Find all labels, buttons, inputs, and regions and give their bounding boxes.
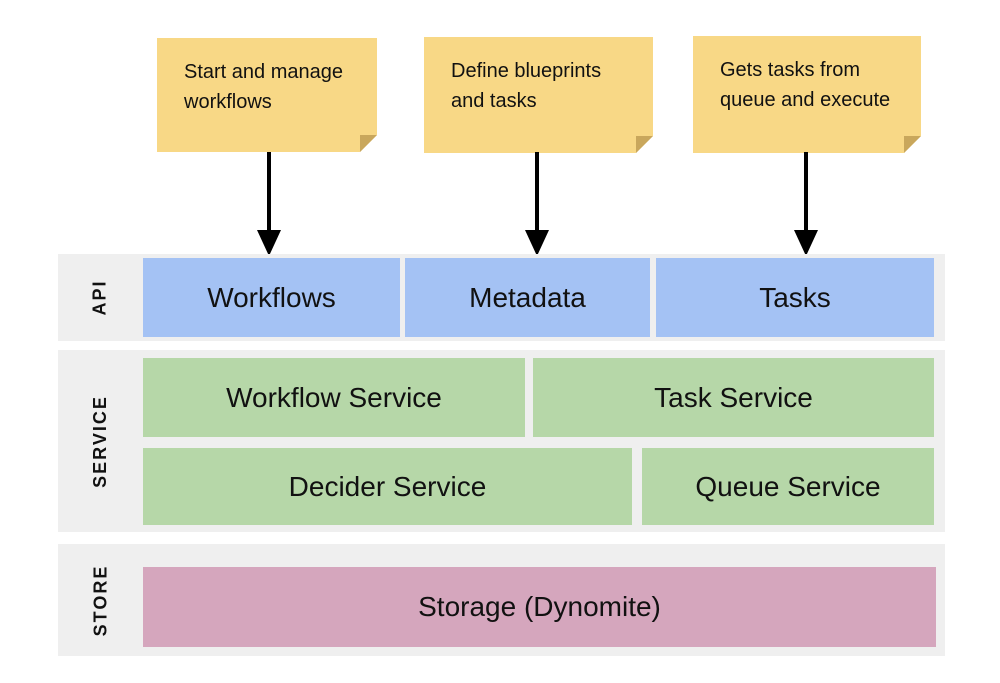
arrow-down-workflows [257,152,281,256]
service-box-decider-service: Decider Service [143,448,632,525]
arrow-line [535,152,539,232]
sticky-note-start-workflows: Start and manage workflows [157,38,377,152]
sticky-note-text: Define blueprints and tasks [451,60,602,112]
store-box-storage-dynomite: Storage (Dynomite) [143,567,936,647]
sticky-note-define-blueprints: Define blueprints and tasks [424,37,653,153]
arrow-head-icon [794,230,818,256]
arrow-line [804,152,808,232]
sticky-note-gets-tasks: Gets tasks from queue and execute [693,36,921,153]
layer-label-store: STORE [90,564,110,636]
layer-label-api: API [89,279,110,316]
api-box-workflows: Workflows [143,258,400,337]
layer-label-service: SERVICE [90,394,111,488]
service-box-queue-service: Queue Service [642,448,934,525]
arrow-line [267,152,271,232]
arrow-head-icon [257,230,281,256]
arrow-head-icon [525,230,549,256]
service-box-task-service: Task Service [533,358,934,437]
arrow-down-metadata [525,152,549,256]
arrow-down-tasks [794,152,818,256]
api-box-metadata: Metadata [405,258,650,337]
folded-corner-icon [636,136,653,153]
folded-corner-icon [360,135,377,152]
service-box-workflow-service: Workflow Service [143,358,525,437]
folded-corner-icon [904,136,921,153]
api-box-tasks: Tasks [656,258,934,337]
sticky-note-text: Gets tasks from queue and execute [720,59,891,111]
sticky-note-text: Start and manage workflows [184,61,343,113]
